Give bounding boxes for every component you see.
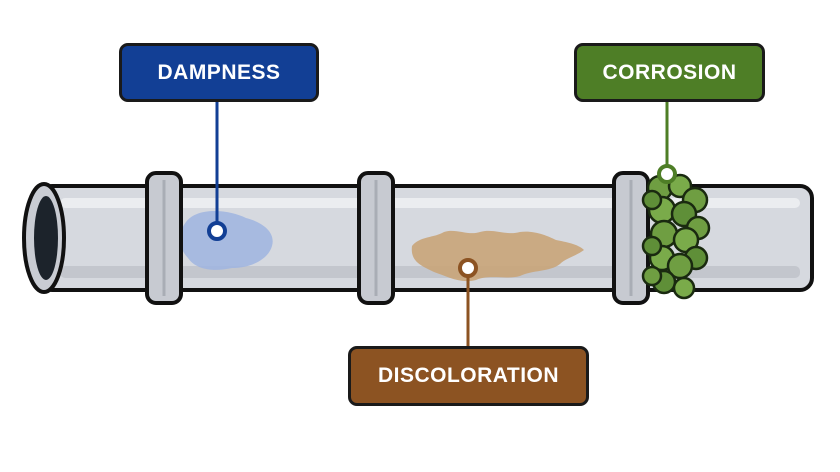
pipe-opening [34,196,58,280]
discoloration-label: DISCOLORATION [348,346,589,406]
discoloration-marker-dot [458,258,478,278]
corrosion-growth [641,173,711,300]
discoloration-stain [411,230,584,282]
dampness-label: DAMPNESS [119,43,319,102]
corrosion-label: CORROSION [574,43,765,102]
corrosion-marker-dot [657,164,677,184]
dampness-stain [180,211,273,270]
dampness-marker-dot [207,221,227,241]
